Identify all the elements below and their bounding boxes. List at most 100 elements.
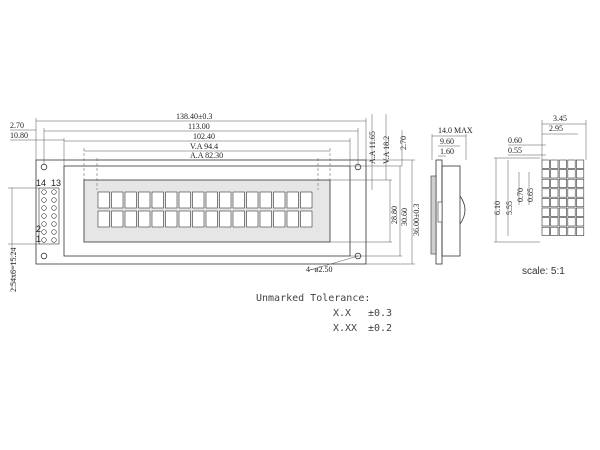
dot-cell — [550, 217, 559, 227]
dot-cell — [541, 188, 550, 198]
bezel-outline — [63, 165, 351, 257]
dot-cell — [576, 178, 585, 188]
character-cell — [273, 191, 286, 209]
tolerance-xxx-value: ±0.2 — [368, 323, 392, 334]
dot-cell — [567, 188, 576, 198]
dot-cell — [567, 226, 576, 236]
dot-cell — [541, 207, 550, 217]
dim-dot-pitch-h: 0.60 — [508, 136, 522, 145]
side-view: 14.0 MAX 9.60 1.60 — [430, 126, 473, 265]
dot-cell — [550, 207, 559, 217]
character-cell — [192, 210, 205, 228]
pin-label-14: 14 — [36, 178, 46, 188]
character-cell — [178, 191, 191, 209]
tolerance-xx-value: ±0.3 — [368, 308, 392, 319]
pin-pad — [41, 221, 47, 227]
scale-label: scale: 5:1 — [522, 266, 565, 277]
tolerance-notes: Unmarked Tolerance: X.X ±0.3 X.XX ±0.2 — [256, 293, 392, 334]
dim-active-area: A.A 82.30 — [190, 151, 223, 160]
pin-header — [38, 187, 60, 245]
dot-cell — [558, 159, 567, 169]
character-cell — [165, 191, 178, 209]
pin-label-1: 1 — [36, 234, 41, 244]
character-cell — [219, 210, 232, 228]
dot-cell — [558, 178, 567, 188]
character-cell — [300, 210, 313, 228]
pin-pad — [41, 197, 47, 203]
dim-inner-height: 28.80 — [390, 206, 399, 224]
side-pin-header — [430, 175, 437, 255]
character-cell — [300, 191, 313, 209]
dot-cell — [541, 226, 550, 236]
dot-cell — [576, 226, 585, 236]
dot-cell — [550, 188, 559, 198]
dot-cell — [576, 188, 585, 198]
character-cell — [219, 191, 232, 209]
dot-cell — [576, 207, 585, 217]
dot-cell — [558, 207, 567, 217]
character-cell — [138, 191, 151, 209]
character-detail: 3.45 2.95 0.60 0.55 6.10 5.55 0.70 0.65 … — [493, 114, 587, 277]
pin-pad — [41, 229, 47, 235]
dot-cell — [541, 178, 550, 188]
dim-dot-size-v: 0.65 — [526, 188, 535, 202]
character-cell — [111, 191, 124, 209]
dot-cell — [567, 159, 576, 169]
character-cell — [259, 210, 272, 228]
pin-pad — [51, 229, 57, 235]
dot-cell — [550, 198, 559, 208]
dim-bezel-height: 30.60 — [400, 208, 409, 226]
dim-dot-block-height: 5.55 — [505, 201, 514, 215]
dim-bezel-width: 102.40 — [193, 132, 215, 141]
character-cell — [151, 191, 164, 209]
front-view: 14 13 2 1 138.40±0.3 113.00 102.40 V.A 9… — [8, 112, 421, 292]
character-cell — [286, 191, 299, 209]
character-cell — [124, 210, 137, 228]
pin-label-2: 2 — [36, 224, 41, 234]
dim-view-area: V.A 94.4 — [190, 142, 218, 151]
dot-cell — [558, 217, 567, 227]
character-cell — [205, 191, 218, 209]
dim-pin-pitch: 2.54x6=15.24 — [9, 247, 18, 292]
side-backlight-tab — [459, 195, 466, 225]
dim-mount-holes: 4−ø2.50 — [306, 265, 333, 274]
dot-cell — [541, 159, 550, 169]
dim-dot-span: 2.95 — [549, 124, 563, 133]
dot-cell — [567, 217, 576, 227]
dim-dot-size-h: 0.55 — [508, 146, 522, 155]
character-cell — [124, 191, 137, 209]
dim-overall-width: 138.40±0.3 — [176, 112, 212, 121]
dot-cell — [576, 217, 585, 227]
dot-cell — [541, 217, 550, 227]
pin-pad — [51, 213, 57, 219]
dim-module-depth: 9.60 — [440, 137, 454, 146]
dim-dot-pitch-v: 0.70 — [516, 188, 525, 202]
dot-cell — [558, 226, 567, 236]
pin-pad — [41, 213, 47, 219]
dim-char-width: 3.45 — [553, 114, 567, 123]
mount-hole-top-right — [354, 163, 362, 171]
pin-pad — [51, 221, 57, 227]
dim-aa-height: A.A 11.65 — [368, 131, 377, 164]
character-cell — [138, 210, 151, 228]
mount-hole-top-left — [40, 163, 48, 171]
mount-hole-bottom-left — [40, 252, 48, 260]
dot-cell — [558, 169, 567, 179]
dot-cell — [541, 198, 550, 208]
dot-cell — [576, 159, 585, 169]
dot-cell — [567, 198, 576, 208]
character-cell — [205, 210, 218, 228]
pin-pad — [51, 205, 57, 211]
dim-char-height: 6.10 — [493, 201, 502, 215]
pin-pad — [51, 197, 57, 203]
pin-pad — [41, 189, 47, 195]
character-cell — [259, 191, 272, 209]
dot-matrix-grid — [541, 159, 585, 236]
mount-hole-leader — [309, 255, 359, 271]
dot-cell — [550, 226, 559, 236]
dot-cell — [576, 169, 585, 179]
dim-pcb-thickness: 1.60 — [440, 147, 454, 156]
dot-cell — [558, 188, 567, 198]
dot-cell — [550, 159, 559, 169]
